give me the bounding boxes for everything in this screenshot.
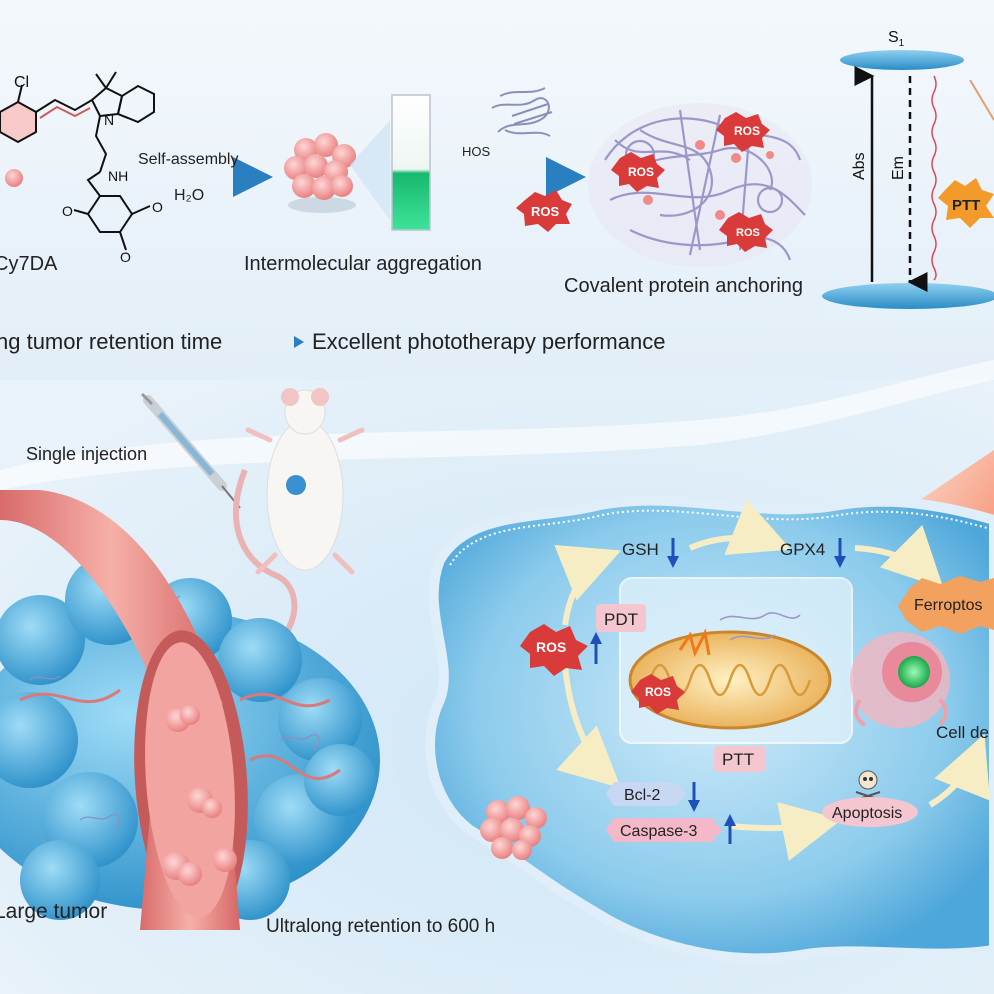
bcl2-label: Bcl-2: [624, 787, 661, 804]
self-assembly-label: Self-assembly: [138, 151, 238, 168]
cell-death-label: Cell de: [936, 723, 989, 742]
bullet-icon: [294, 336, 304, 348]
caspase-badge: [606, 818, 722, 842]
hos-label: HOS: [462, 144, 491, 159]
water-label: H₂O: [174, 187, 204, 204]
mouse-illustration: [233, 388, 365, 643]
feature-phototherapy: Excellent phototherapy performance: [312, 329, 665, 354]
energy-diagram: [822, 50, 994, 320]
pdt-label: PDT: [604, 610, 638, 629]
feature-retention: ng tumor retention time: [0, 329, 222, 354]
protein-aggregate: [588, 103, 812, 267]
zoom-cone: [350, 120, 390, 220]
gpx4-down-arrowhead: [834, 556, 846, 568]
ros-burst-top: [516, 190, 572, 232]
vial: [391, 94, 431, 231]
abs-label: Abs: [851, 152, 868, 180]
ros-label-agg1: ROS: [734, 124, 760, 138]
apoptosis-badge: [822, 797, 918, 827]
caspase-up-arrowhead: [724, 814, 736, 826]
ros-label-top: ROS: [531, 204, 560, 219]
s1-label: S1: [888, 29, 905, 49]
n-label: N: [104, 112, 114, 128]
syringe-icon: [140, 392, 241, 509]
gsh-label: GSH: [622, 540, 659, 559]
protein-ribbon: [491, 87, 553, 137]
bcl2-down-arrowhead: [688, 800, 700, 812]
injection-label: Single injection: [26, 444, 147, 464]
cy7da-structure: [0, 71, 155, 251]
ros-up-arrowhead: [590, 632, 602, 644]
ferroptosis-badge: [898, 576, 994, 634]
blood-vessel: [0, 490, 248, 930]
caspase-label: Caspase-3: [620, 823, 697, 840]
o3-label: O: [120, 249, 131, 265]
retention-label: Ultralong retention to 600 h: [266, 916, 495, 937]
apoptosis-label: Apoptosis: [832, 805, 902, 822]
cy7da-name: Cy7DA: [0, 253, 58, 275]
light-swoosh: [0, 360, 994, 490]
nh-label: NH: [108, 168, 128, 184]
gsh-down-arrowhead: [667, 556, 679, 568]
anchoring-label: Covalent protein anchoring: [564, 275, 803, 297]
ros-label-agg2: ROS: [628, 165, 654, 179]
dye-dot: [5, 169, 23, 187]
ptt-label-cell: PTT: [722, 750, 754, 769]
ros-burst-main: [520, 624, 588, 676]
o2-label: O: [152, 199, 163, 215]
ros-label-mito: ROS: [645, 685, 671, 699]
aggregation-label: Intermolecular aggregation: [244, 253, 482, 275]
cl-label: Cl: [14, 74, 29, 91]
mitochondrion: [628, 612, 832, 730]
pdt-badge: [596, 604, 646, 632]
pathway-arrows: [554, 499, 991, 861]
ros-label-main: ROS: [536, 639, 566, 655]
nanoparticle-cluster-small: [480, 796, 547, 860]
ferroptosis-label: Ferroptos: [914, 597, 982, 614]
o1-label: O: [62, 203, 73, 219]
nanoparticle-cluster: [284, 133, 356, 213]
ptt-label-energy: PTT: [952, 197, 980, 214]
ros-label-agg3: ROS: [736, 227, 760, 239]
dying-cell-icon: [850, 632, 950, 728]
tumor-label: Large tumor: [0, 900, 107, 923]
em-label: Em: [890, 156, 907, 180]
gpx4-label: GPX4: [780, 540, 825, 559]
bcl2-badge: [606, 782, 686, 806]
ptt-badge: [714, 746, 766, 772]
